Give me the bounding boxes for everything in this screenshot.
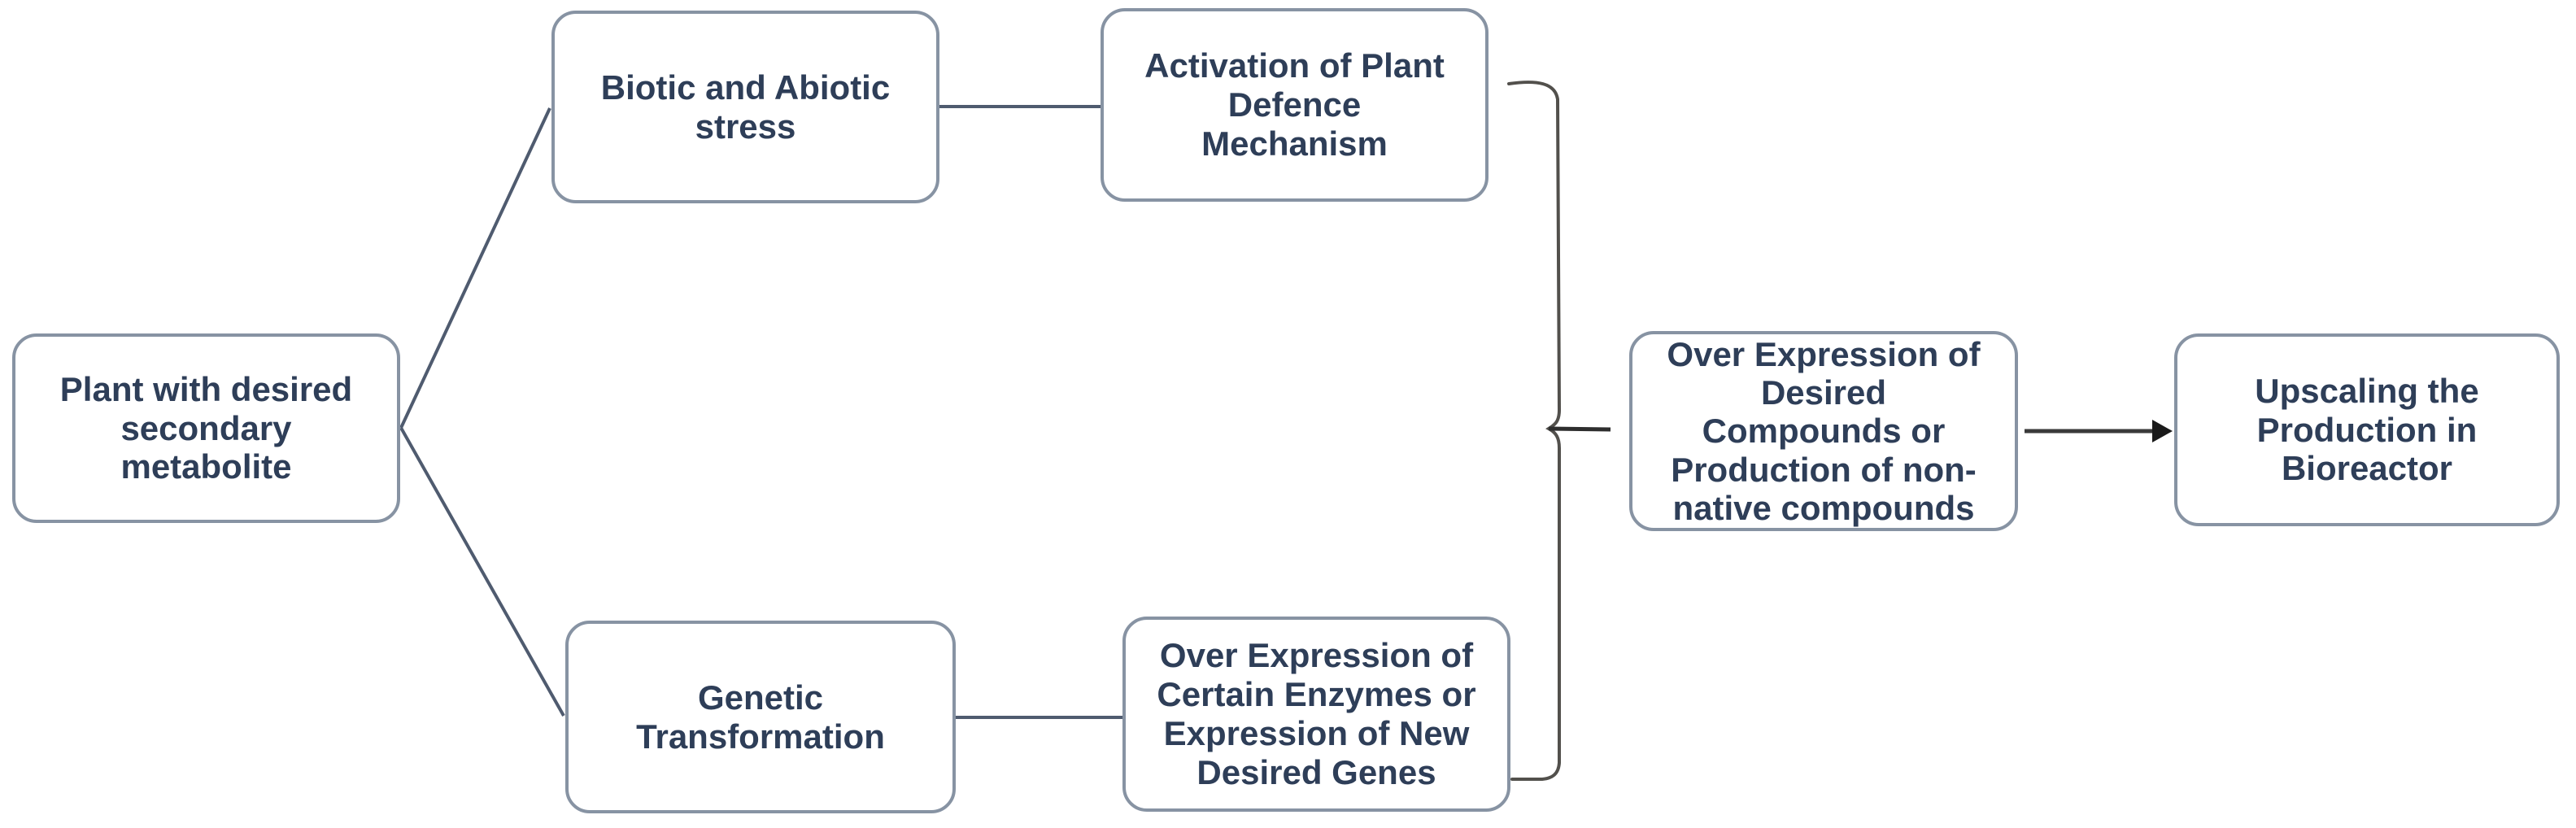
node-label: Over Expression of Desired Compounds or … (1667, 335, 1981, 527)
node-plant-with-desired-metabolite: Plant with desired secondary metabolite (12, 333, 400, 523)
merge-brace (1507, 81, 1562, 781)
node-label: Biotic and Abiotic stress (600, 68, 891, 146)
node-biotic-abiotic-stress: Biotic and Abiotic stress (551, 11, 939, 203)
connector-plant-to-stress (399, 107, 551, 429)
node-bioreactor-upscaling: Upscaling the Production in Bioreactor (2174, 333, 2560, 526)
node-label: Activation of Plant Defence Mechanism (1144, 46, 1445, 163)
node-plant-defence-mechanism: Activation of Plant Defence Mechanism (1101, 8, 1489, 202)
node-enzyme-overexpression: Over Expression of Certain Enzymes or Ex… (1122, 617, 1510, 812)
node-label: Plant with desired secondary metabolite (59, 369, 353, 486)
node-label: Genetic Transformation (636, 678, 885, 756)
node-label: Over Expression of Certain Enzymes or Ex… (1157, 636, 1476, 791)
arrowhead-icon (2152, 420, 2173, 442)
node-genetic-transformation: Genetic Transformation (565, 621, 956, 813)
connector-plant-to-genetic (399, 427, 565, 717)
node-label: Upscaling the Production in Bioreactor (2255, 371, 2479, 488)
node-compound-overexpression: Over Expression of Desired Compounds or … (1629, 331, 2018, 531)
